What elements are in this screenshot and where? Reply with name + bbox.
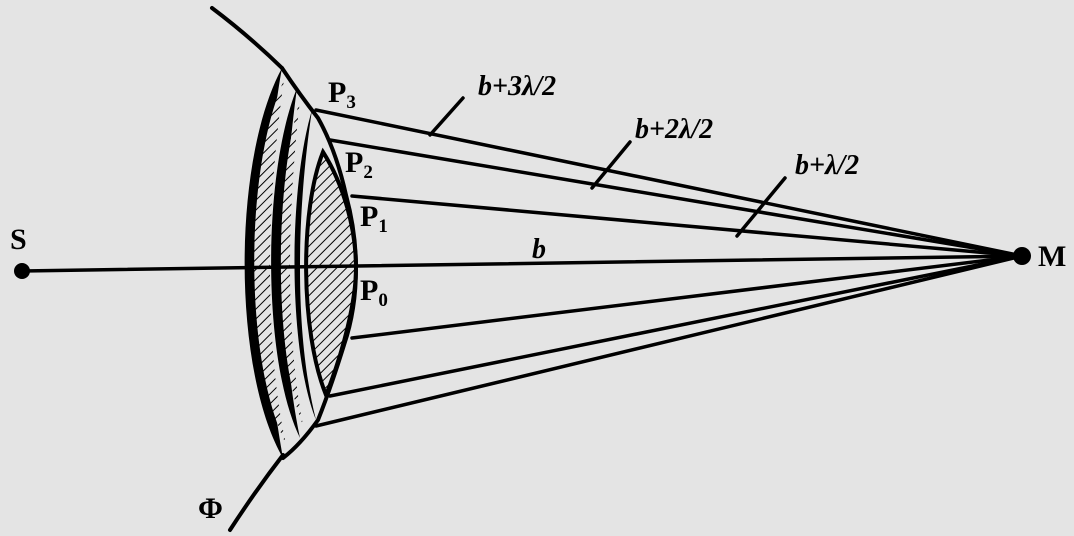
source-label: S	[10, 223, 27, 256]
axis-distance-label: b	[532, 234, 546, 265]
wavefront-arc	[210, 6, 285, 532]
observer-point	[1013, 247, 1031, 265]
zone-2-ring-inner	[280, 100, 303, 425]
ray-lower-1	[350, 254, 1024, 340]
observer-label: M	[1038, 240, 1066, 273]
leader-path3	[428, 96, 465, 137]
wavefront-label: Φ	[198, 492, 223, 525]
ray-p2	[328, 138, 1024, 258]
p3-label: P3	[328, 76, 356, 113]
central-zone	[304, 147, 359, 401]
ray-lower-2	[328, 254, 1024, 398]
path2-label: b+2λ/2	[635, 114, 713, 145]
zone-3-ring-inner	[254, 80, 286, 444]
ray-p3	[314, 108, 1024, 258]
path1-label: b+λ/2	[795, 150, 859, 181]
ray-p1	[350, 194, 1024, 258]
zone-boundary-arc	[280, 66, 359, 460]
p1-label: P1	[360, 200, 388, 237]
source-point	[14, 263, 30, 279]
path3-label: b+3λ/2	[478, 71, 556, 102]
ray-lower-3	[314, 254, 1024, 428]
zone-2-ring	[271, 88, 300, 438]
p0-label: P0	[360, 274, 388, 311]
leader-path1	[735, 176, 787, 238]
leader-path2	[590, 140, 632, 190]
zone-1-ring	[294, 110, 316, 420]
p2-label: P2	[345, 146, 373, 183]
axis-line	[20, 254, 1024, 273]
